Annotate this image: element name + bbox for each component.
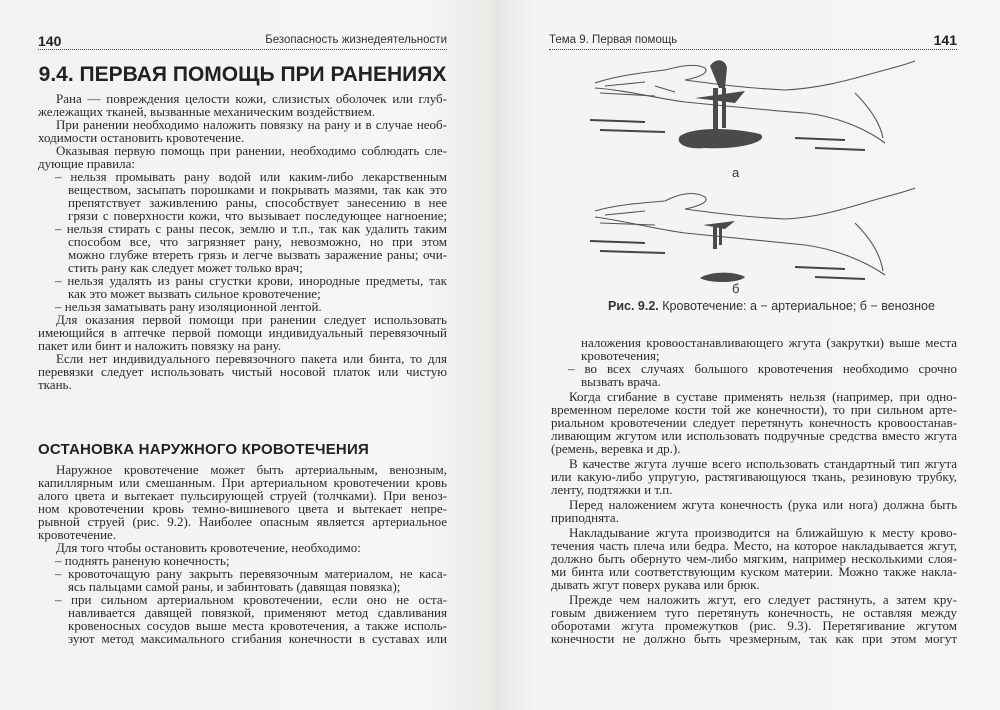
- figure-caption: Рис. 9.2. Кровотечение: а − артериальное…: [608, 299, 935, 313]
- text-line: течения часть плеча или бедра. Место, на…: [551, 538, 957, 553]
- text-line: стить рану как следует может только врач…: [68, 260, 303, 275]
- text-line: зуют метод максимального сгибания конечн…: [68, 631, 447, 646]
- text-line: ми бинта или соответствующим куском мате…: [551, 564, 957, 579]
- figure-label-a: а: [732, 165, 740, 180]
- text-line: кровеносных сосудов выше места кровотече…: [68, 618, 447, 633]
- text-line: грязи с поверхности кожи, что вызывает п…: [68, 208, 447, 223]
- text-line: капиллярным или смешанным. При артериаль…: [38, 475, 447, 490]
- figure-venous-bleeding: [589, 187, 916, 283]
- text-line: Для того чтобы остановить кровотечение, …: [56, 540, 361, 555]
- body-text-block: Рана — повреждения целости кожи, слизист…: [38, 91, 447, 392]
- text-line: наложения кровоостанавливающего жгута (з…: [581, 335, 957, 350]
- text-line: веществом, засыпать порошками и покрыват…: [68, 182, 447, 197]
- text-line: пакет или бинт и наложить повязку на ран…: [38, 338, 282, 353]
- text-line: Для оказания первой помощи при ранении с…: [56, 312, 447, 327]
- page-number: 141: [933, 32, 957, 48]
- text-line: (ремень, веревка и др.).: [551, 441, 681, 456]
- figure-caption-text: Кровотечение: а − артериальное; б − вено…: [662, 299, 935, 313]
- text-line: – нельзя промывать рану водой или каким-…: [55, 169, 447, 184]
- text-line: препятствует заживлению раны, способству…: [68, 195, 447, 210]
- arm-drawing: [594, 187, 916, 276]
- text-line: Перед наложением жгута конечность (рука …: [569, 497, 957, 512]
- text-line: можно глубже втереть грязь и легче вызва…: [68, 247, 447, 262]
- text-line: временном переломе кости той же конечнос…: [551, 402, 957, 417]
- page-header: Тема 9. Первая помощь 141: [549, 32, 957, 50]
- right-page: [495, 0, 1000, 710]
- text-line: ткань.: [38, 377, 72, 392]
- running-head: Безопасность жизнедеятельности: [265, 34, 447, 46]
- text-line: дующие правила:: [38, 156, 136, 171]
- text-line: – нельзя стирать с раны песок, землю и т…: [55, 221, 447, 236]
- text-line: Прежде чем наложить жгут, его следует ра…: [569, 592, 957, 607]
- text-line: – поднять раненую конечность;: [55, 553, 230, 568]
- text-line: ливающим жгутом или использовать подручн…: [551, 428, 957, 443]
- text-line: ходимости остановить кровотечение.: [38, 130, 245, 145]
- body-text-block: Наружное кровотечение может быть артериа…: [38, 462, 447, 646]
- text-line: дывать жгут поверх рукава или брюк.: [551, 577, 760, 592]
- blood-arterial: [678, 60, 763, 149]
- text-line: – нельзя удалять из раны сгустки крови, …: [55, 273, 447, 288]
- text-line: – нельзя заматывать рану изоляционной ле…: [55, 299, 322, 314]
- text-line: ленту, подтяжки и т.п.: [551, 482, 673, 497]
- blood-venous: [700, 221, 745, 283]
- left-page: 140 Безопасность жизнедеятельности 9.4. …: [0, 0, 495, 710]
- text-line: При ранении необходимо наложить повязку …: [56, 117, 447, 132]
- text-line: риальном кровотечении следует перетянуть…: [551, 415, 957, 430]
- text-line: оборотами жгута промежутков (рис. 9.3). …: [551, 618, 957, 633]
- text-line: ясь пальцами самой раны, и забинтовать (…: [68, 579, 401, 594]
- text-line: как это может вызвать сильное кровотечен…: [68, 286, 321, 301]
- text-line: жележащих тканей, вызванные механическим…: [38, 104, 376, 119]
- text-line: – при сильном артериальном кровотечении,…: [55, 592, 447, 607]
- text-line: навливается давящей повязкой, применяют …: [68, 605, 447, 620]
- text-line: Наружное кровотечение может быть артериа…: [56, 462, 447, 477]
- body-text-block: наложения кровоостанавливающего жгута (з…: [551, 335, 957, 646]
- text-line: имеющийся в аптечке первой помощи индиви…: [38, 325, 447, 340]
- text-line: кровотечение.: [38, 527, 117, 542]
- text-line: способом все, что загрязняет рану, невоз…: [68, 234, 447, 249]
- arm-drawing: [594, 60, 916, 144]
- subsection-title: ОСТАНОВКА НАРУЖНОГО КРОВОТЕЧЕНИЯ: [38, 441, 369, 458]
- text-line: Когда сгибание в суставе применять нельз…: [569, 389, 957, 404]
- text-line: – во всех случаях большого кровотечения …: [568, 361, 957, 376]
- text-line: должно быть обернуто чем-либо мягким, на…: [551, 551, 957, 566]
- text-line: или какую-либо упругую, растягивающуюся …: [551, 469, 957, 484]
- figure-caption-number: Рис. 9.2.: [608, 299, 659, 313]
- text-line: кровотечения;: [581, 348, 660, 363]
- text-line: – кровоточащую рану закрыть перевязочным…: [55, 566, 447, 581]
- text-line: перевязки следует использовать чистый но…: [38, 364, 447, 379]
- figure-label-b: б: [732, 281, 740, 296]
- text-line: вызвать врача.: [581, 374, 661, 389]
- text-line: говым движением туго перетянуть конечнос…: [551, 605, 957, 620]
- text-line: рывной струей (рис. 9.2). Наиболее опасн…: [38, 514, 447, 529]
- text-line: Оказывая первую помощь при ранении, необ…: [56, 143, 447, 158]
- motion-lines: [589, 240, 866, 280]
- page-number: 140: [38, 33, 62, 49]
- text-line: алого цвета и вытекает пульсирующей стру…: [38, 488, 447, 503]
- text-line: конечности не должно быть чрезмерным, та…: [551, 631, 957, 646]
- text-line: Накладывание жгута производится на ближа…: [569, 525, 957, 540]
- motion-lines: [589, 119, 866, 151]
- text-line: В качестве жгута лучше всего использоват…: [569, 456, 957, 471]
- text-line: ном кровотечении кровь темно-вишневого ц…: [38, 501, 447, 516]
- figure-arterial-bleeding: [589, 60, 916, 151]
- page-header: 140 Безопасность жизнедеятельности: [38, 33, 447, 50]
- text-line: приподнята.: [551, 510, 619, 525]
- section-title: 9.4. ПЕРВАЯ ПОМОЩЬ ПРИ РАНЕНИЯХ: [38, 63, 447, 86]
- text-line: Рана — повреждения целости кожи, слизист…: [56, 91, 447, 106]
- running-head: Тема 9. Первая помощь: [549, 34, 678, 46]
- text-line: Если нет индивидуального перевязочного п…: [56, 351, 447, 366]
